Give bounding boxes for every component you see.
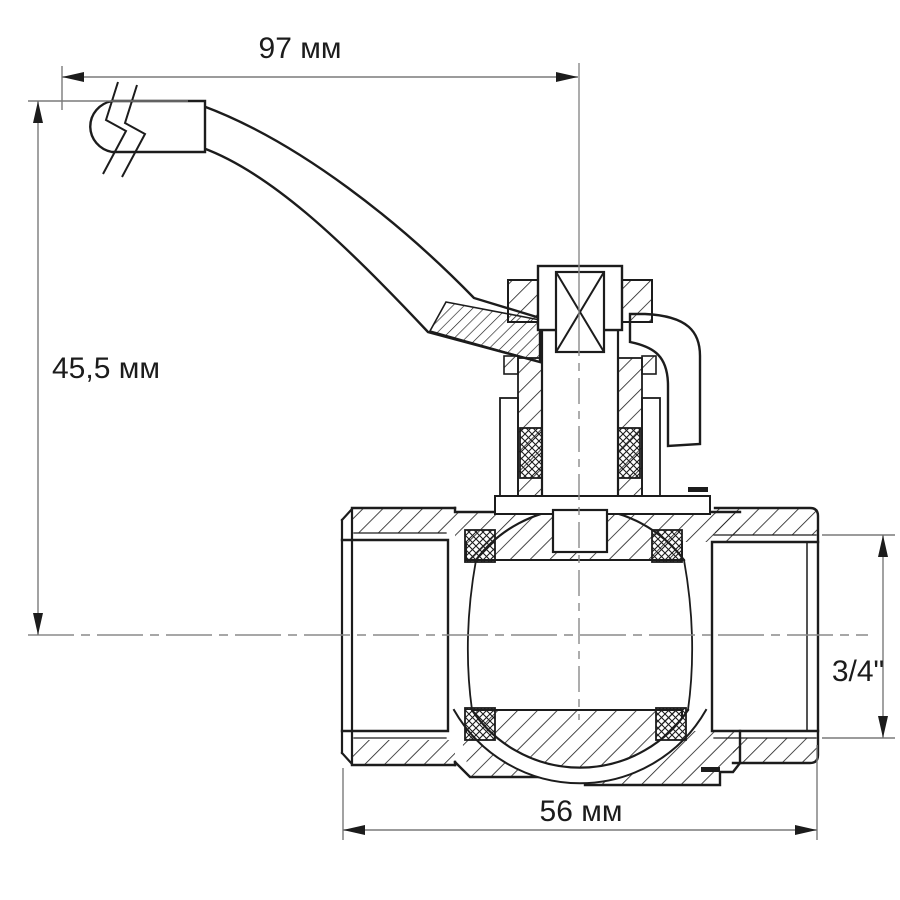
dimension-thread-size: 3/4" (822, 534, 895, 739)
dim-label-left: 45,5 мм (52, 352, 160, 385)
seat-seal-top-right (651, 529, 683, 563)
flow-bore (448, 542, 712, 731)
arrow-up (33, 101, 43, 123)
dimension-left-height: 45,5 мм (28, 100, 188, 635)
arrow-right (556, 72, 578, 82)
stem (540, 328, 620, 510)
stem-packing-left (519, 427, 543, 479)
bonnet-step-right (641, 355, 657, 375)
dim-label-bottom: 56 мм (540, 795, 623, 828)
dimension-bottom-length: 56 мм (342, 745, 818, 840)
body-bottom-outline (453, 729, 742, 787)
arrow-left (62, 72, 84, 82)
seat-seals (464, 529, 687, 741)
chamber-bottom-arc (452, 708, 708, 785)
stem-top-cross (554, 270, 606, 354)
left-port (340, 506, 457, 767)
seat-seal-bottom-left (464, 707, 496, 741)
dimensions: 97 мм 45,5 мм 3/4" 56 мм (28, 32, 895, 840)
seat-seal-top-left (464, 529, 496, 563)
flange-tab-mark (688, 487, 708, 492)
centerlines (28, 63, 868, 720)
right-thread-bore (710, 540, 820, 733)
gland-left (507, 279, 539, 323)
seat-seal-bottom-right (655, 707, 687, 741)
bonnet-step-left (503, 355, 519, 375)
right-thread-lines (713, 534, 817, 739)
dim-label-thread: 3/4" (832, 655, 884, 688)
stem-packing-right (617, 427, 641, 479)
arrow-down (33, 613, 43, 635)
valve-body (340, 487, 820, 787)
handle-grip (89, 99, 207, 154)
right-port (710, 506, 820, 765)
bonnet-collar-right (641, 397, 661, 497)
bottom-tab-mark (701, 767, 720, 772)
arrow-down (878, 716, 888, 738)
handle-end-hook (628, 312, 702, 448)
bonnet-collar-left (499, 397, 519, 497)
stem-tang (551, 508, 609, 554)
dim-label-top: 97 мм (259, 32, 342, 65)
left-thread-lines (353, 532, 447, 739)
ball-side-edges (466, 558, 694, 712)
arrow-right (795, 825, 817, 835)
gland-right (621, 279, 653, 323)
stem-assembly (494, 264, 711, 554)
arrow-up (878, 535, 888, 557)
arrow-left (343, 825, 365, 835)
dimension-top-width: 97 мм (61, 32, 578, 110)
